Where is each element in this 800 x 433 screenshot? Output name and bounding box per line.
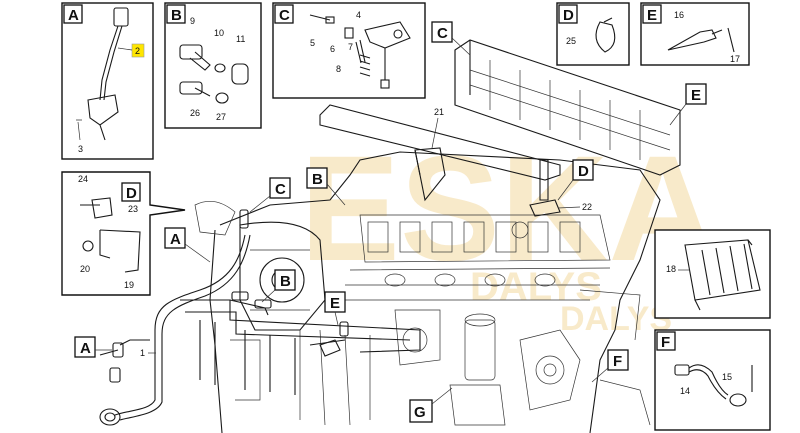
part-7-label: 7: [348, 42, 353, 52]
part-14-label: 14: [680, 386, 690, 396]
callout-g: G: [414, 404, 426, 421]
callout-c-cover: C: [437, 25, 448, 42]
detail-e-letter: E: [647, 7, 657, 24]
callout-f: F: [613, 353, 622, 370]
part-24-label: 24: [78, 174, 88, 184]
part-23-label: 23: [128, 204, 138, 214]
part-20-label: 20: [80, 264, 90, 274]
detail-box-b: B 9 10 11 26 27: [164, 2, 262, 129]
callout-a-mid: A: [170, 231, 181, 248]
watermark-tagline: DALYS: [470, 265, 602, 309]
part-6-label: 6: [330, 44, 335, 54]
part-18-label: 18: [666, 264, 676, 274]
part-11-label: 11: [236, 34, 245, 44]
part-15-label: 15: [722, 372, 732, 382]
part-21-label: 21: [434, 107, 444, 117]
detail-b-letter: B: [171, 7, 182, 24]
detail-box-bracket: D 24 23 20 19: [61, 171, 186, 296]
callout-b-upper: B: [312, 171, 323, 188]
callout-a-lower: A: [80, 340, 91, 357]
part-17-label: 17: [730, 54, 740, 64]
detail-box-a: A 2 3: [61, 2, 154, 160]
part-1-label: 1: [140, 348, 145, 358]
detail-box-e: E 16 17: [640, 2, 750, 66]
part-2-label: 2: [135, 46, 140, 56]
bracket-d-letter: D: [126, 185, 137, 202]
main-callouts: C E B C D A B E A F: [74, 21, 707, 423]
part-22-label: 22: [582, 202, 592, 212]
part-25-label: 25: [566, 36, 576, 46]
part-19-label: 19: [124, 280, 134, 290]
callout-d-mid: D: [578, 163, 589, 180]
part-3-label: 3: [78, 144, 83, 154]
detail-d-letter: D: [563, 7, 574, 24]
detail-a-letter: A: [68, 7, 79, 24]
detail-f-letter: F: [661, 334, 670, 351]
part-10-label: 10: [214, 28, 224, 38]
part-5-label: 5: [310, 38, 315, 48]
part-16-label: 16: [674, 10, 684, 20]
detail-box-cooler: 18: [654, 229, 771, 319]
detail-box-c: C 4 5 6 7 8: [272, 2, 426, 99]
part-4-label: 4: [356, 10, 361, 20]
callout-e-lower: E: [330, 295, 340, 312]
part-27-label: 27: [216, 112, 226, 122]
watermark-tagline-2: DALYS: [560, 300, 672, 338]
callout-b-lower: B: [280, 273, 291, 290]
part-26-label: 26: [190, 108, 200, 118]
detail-box-d: D 25: [556, 2, 630, 66]
part-9-label: 9: [190, 16, 195, 26]
callout-c-mid: C: [275, 181, 286, 198]
callout-e-right: E: [691, 87, 701, 104]
part-8-label: 8: [336, 64, 341, 74]
watermark: ESKA DALYS DALYS: [300, 124, 717, 338]
detail-box-f: F 14 15: [654, 329, 771, 431]
detail-c-letter: C: [279, 7, 290, 24]
engine-illustration: [99, 39, 681, 433]
